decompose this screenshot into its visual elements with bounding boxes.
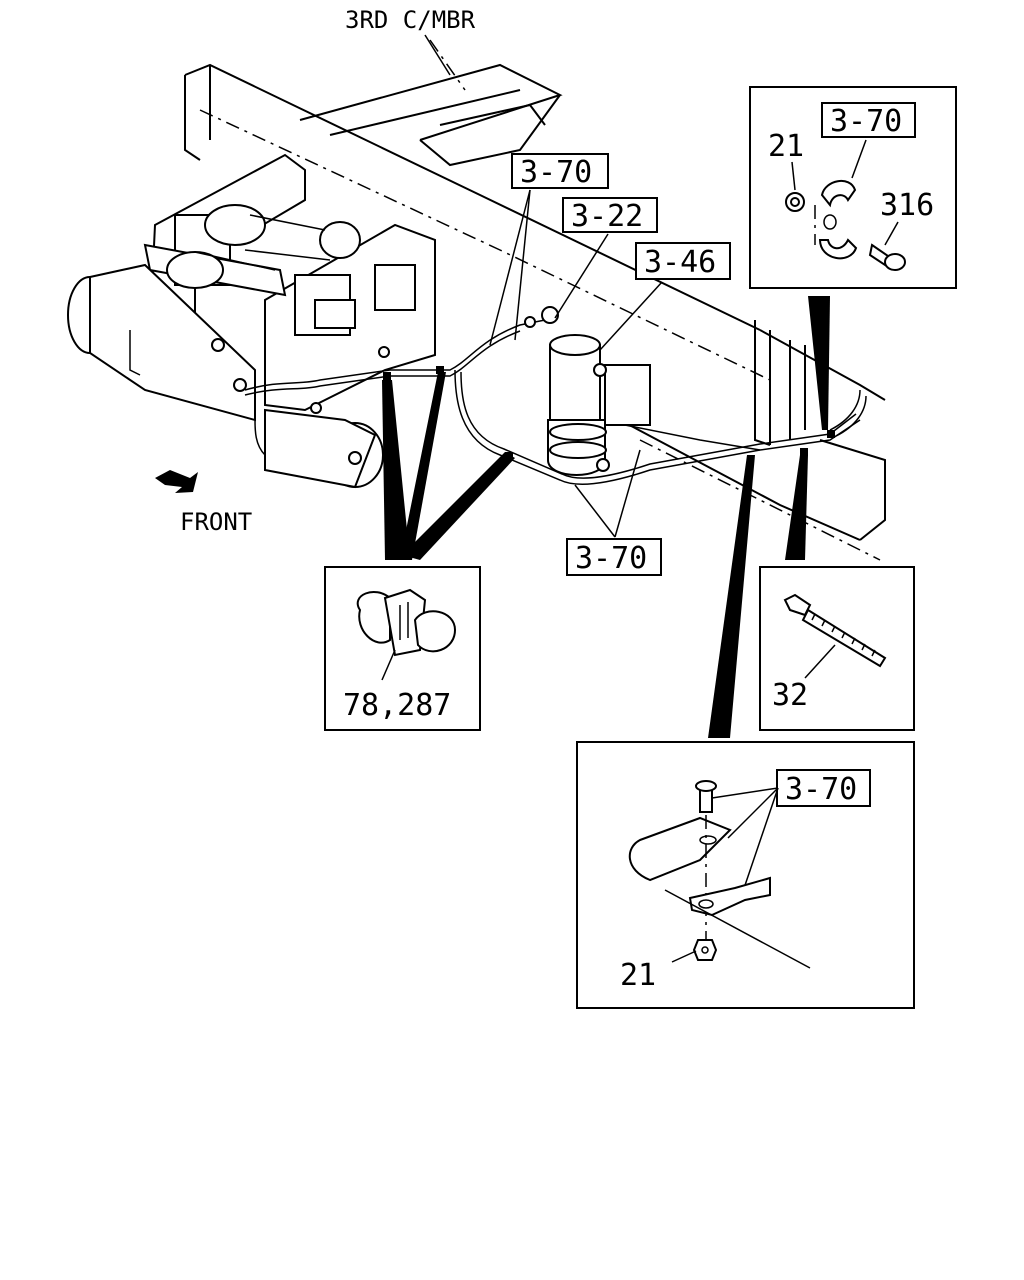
inset-tie-detail: 32 bbox=[759, 566, 915, 731]
inset-bracket-nut-text: 21 bbox=[620, 958, 656, 993]
inset-top-nut-text: 21 bbox=[768, 129, 804, 164]
inset-clamp-detail: 3-70 21 316 bbox=[749, 86, 957, 289]
ref-3-46-text: 3-46 bbox=[644, 245, 716, 280]
frame-rail bbox=[184, 39, 886, 561]
dryer-icon bbox=[524, 306, 651, 476]
ref-3-70-text: 3-70 bbox=[520, 155, 592, 190]
inset-bracket-detail: 3-70 21 bbox=[576, 741, 915, 1009]
inset-top-ref-text: 3-70 bbox=[830, 104, 902, 139]
nut-icon bbox=[785, 192, 805, 212]
bolt-icon bbox=[695, 780, 717, 813]
left-bracket-assembly bbox=[67, 153, 436, 489]
front-label: FRONT bbox=[180, 508, 252, 536]
crossmember-label: 3RD C/MBR bbox=[345, 6, 476, 34]
front-arrow-icon bbox=[155, 470, 198, 493]
nut-icon bbox=[692, 939, 718, 961]
ref-3-70-lower-text: 3-70 bbox=[575, 541, 647, 576]
ref-box-3-70: 3-70 bbox=[489, 153, 609, 346]
ref-box-3-22: 3-22 bbox=[554, 197, 658, 319]
inset-clip-parts-text: 78,287 bbox=[343, 688, 451, 723]
callout-wedges bbox=[382, 296, 830, 738]
ref-box-3-46: 3-46 bbox=[599, 242, 731, 351]
inset-top-bolt-text: 316 bbox=[880, 188, 934, 223]
ref-box-3-70-lower: 3-70 bbox=[566, 449, 662, 576]
bolt-icon bbox=[868, 243, 906, 271]
ref-3-22-text: 3-22 bbox=[571, 199, 643, 234]
inset-bracket-ref-text: 3-70 bbox=[785, 772, 857, 807]
cable-tie-icon bbox=[783, 593, 887, 668]
inset-clip-detail: 78,287 bbox=[324, 566, 481, 731]
clip-icon bbox=[356, 588, 457, 657]
air-lines bbox=[129, 319, 867, 485]
clip-icon bbox=[628, 816, 732, 882]
clip-icon bbox=[814, 180, 858, 260]
inset-tie-part-text: 32 bbox=[772, 678, 808, 713]
